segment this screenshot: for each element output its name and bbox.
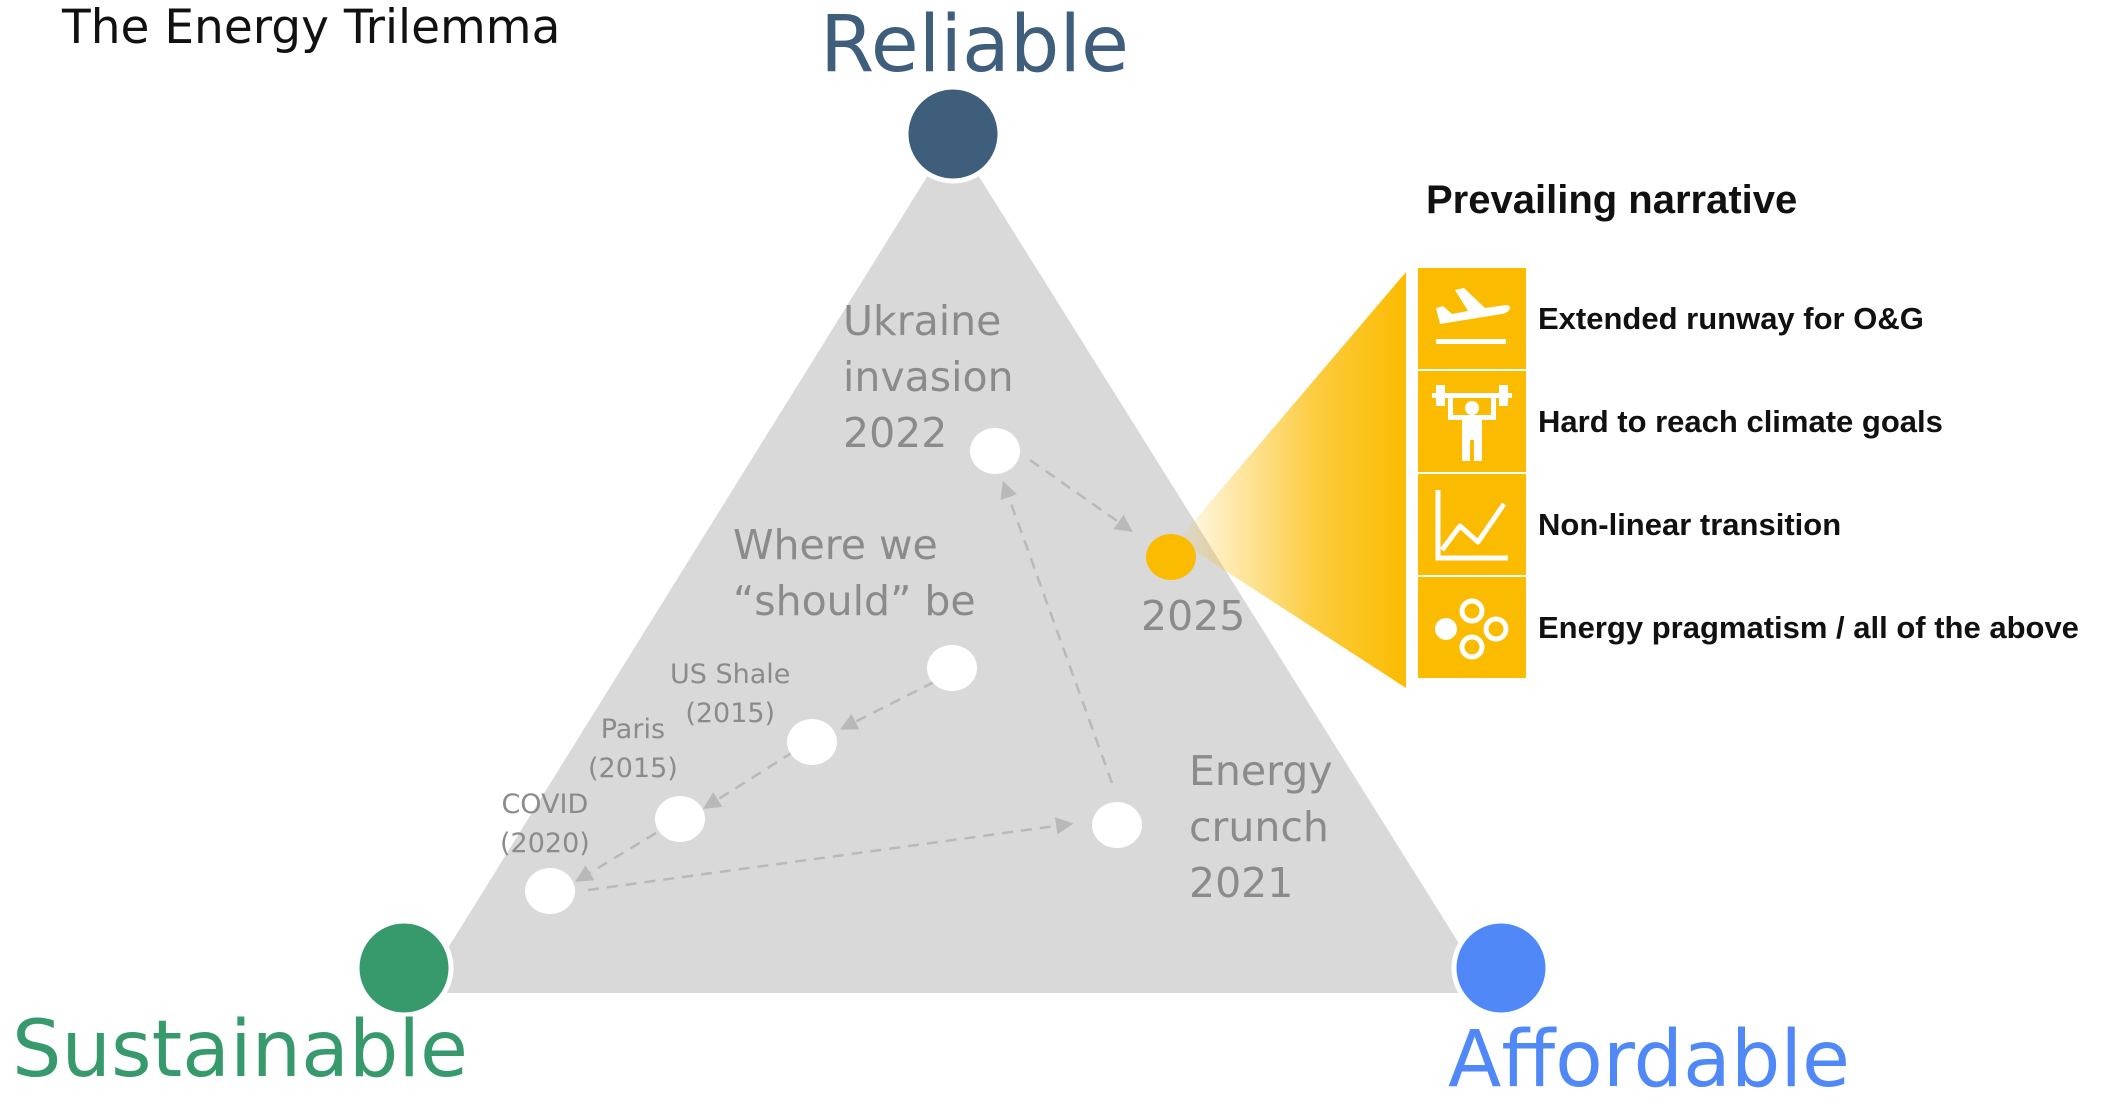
label-paris: Paris (2015) [588, 714, 678, 785]
airplane-takeoff-icon [1418, 268, 1526, 369]
arrow-crunch-to-ukraine [1000, 480, 1114, 784]
label-us-shale: US Shale (2015) [670, 659, 791, 730]
narrative-item-runway: Extended runway for O&G [1418, 268, 2118, 369]
vertex-affordable-node [1451, 918, 1551, 1018]
circles-cluster-icon [1418, 577, 1526, 678]
weightlifter-icon [1418, 371, 1526, 472]
vertex-label-reliable: Reliable [820, 0, 1129, 90]
narrative-item-non-linear: Non-linear transition [1418, 474, 2118, 575]
label-covid: COVID (2020) [500, 789, 590, 860]
label-2025: 2025 [1141, 592, 1246, 640]
narrative-label: Energy pragmatism / all of the above [1538, 610, 2079, 645]
point-ukraine-2022 [970, 428, 1020, 474]
page-title: The Energy Trilemma [62, 0, 561, 55]
narrative-label: Hard to reach climate goals [1538, 404, 1943, 439]
point-should-be [927, 645, 977, 691]
arrow-paris-to-covid [575, 831, 657, 882]
vertex-label-affordable: Affordable [1448, 1015, 1850, 1105]
narrative-item-pragmatism: Energy pragmatism / all of the above [1418, 577, 2118, 678]
narrative-label: Non-linear transition [1538, 507, 1842, 542]
point-us-shale-2015 [787, 719, 837, 765]
label-energy-crunch: Energy crunch 2021 [1189, 747, 1333, 908]
label-should-be: Where we “should” be [733, 521, 976, 626]
vertex-reliable-node [903, 84, 1003, 184]
narrative-label: Extended runway for O&G [1538, 301, 1924, 336]
trilemma-triangle [420, 135, 1490, 993]
point-energy-crunch-2021 [1092, 802, 1142, 848]
arrow-covid-to-crunch [587, 817, 1074, 892]
point-2025 [1146, 534, 1196, 580]
label-ukraine-invasion: Ukraine invasion 2022 [843, 297, 1014, 458]
narrative-heading: Prevailing narrative [1426, 178, 1798, 222]
narrative-beam [1178, 272, 1406, 688]
line-chart-icon [1418, 474, 1526, 575]
narrative-item-climate-goals: Hard to reach climate goals [1418, 371, 2118, 472]
arrow-shale-to-paris [703, 750, 794, 809]
point-paris-2015 [655, 796, 705, 842]
arrow-ukraine-to-current [1029, 458, 1133, 533]
vertex-label-sustainable: Sustainable [12, 1005, 469, 1095]
arrow-should-to-shale [839, 680, 935, 730]
point-covid-2020 [525, 868, 575, 914]
vertex-sustainable-node [354, 918, 454, 1018]
